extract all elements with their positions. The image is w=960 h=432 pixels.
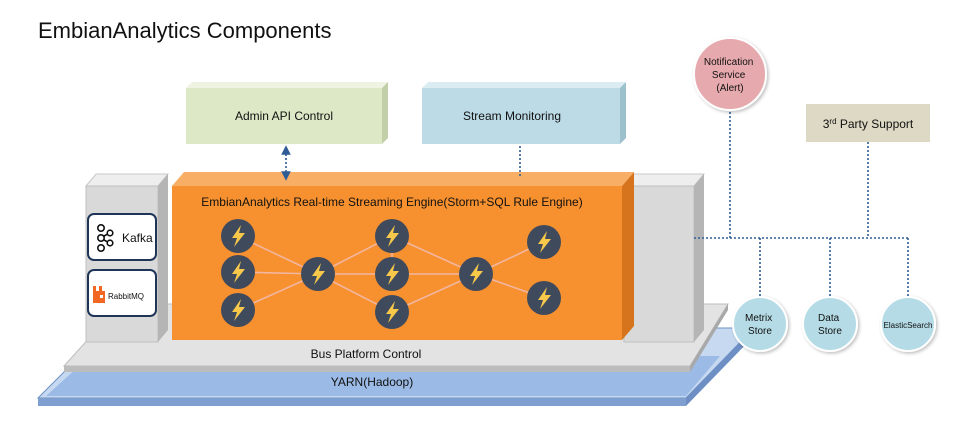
rabbitmq-icon <box>93 286 105 303</box>
bolt-icon <box>375 295 409 329</box>
stream-monitoring-box: Stream Monitoring <box>422 82 626 144</box>
right-connectors <box>694 108 910 298</box>
bolt-icon <box>221 293 255 327</box>
bolt-icon <box>221 255 255 289</box>
svg-text:Metrix Store: Metrix Store <box>745 313 775 337</box>
data-store-line-1: Data <box>818 313 840 324</box>
yarn-label: YARN(Hadoop) <box>331 375 413 389</box>
kafka-icon <box>97 224 114 253</box>
rabbitmq-label: RabbitMQ <box>108 292 144 301</box>
source-rabbitmq: RabbitMQ <box>87 269 157 317</box>
third-party-support-box: 3rd Party Support <box>806 104 930 142</box>
engine-label: EmbianAnalytics Real-time Streaming Engi… <box>201 195 582 209</box>
third-party-label: 3rd Party Support <box>823 117 914 132</box>
admin-api-box: Admin API Control <box>186 82 388 144</box>
metrix-store-line-1: Metrix <box>745 313 772 324</box>
kafka-label: Kafka <box>122 231 153 245</box>
right-pillar <box>622 173 706 343</box>
notification-line-3: (Alert) <box>716 83 743 94</box>
source-kafka: Kafka <box>87 213 157 261</box>
elasticsearch-label: ElasticSearch <box>884 321 933 330</box>
notification-line-1: Notification <box>704 57 753 68</box>
metrix-store-line-2: Store <box>748 326 772 337</box>
metrix-store: Metrix Store <box>732 296 788 352</box>
page-title: EmbianAnalytics Components <box>38 18 332 43</box>
stream-monitoring-label: Stream Monitoring <box>463 109 561 123</box>
bus-label: Bus Platform Control <box>311 347 422 361</box>
notification-line-2: Service <box>712 70 746 81</box>
bolt-icon <box>527 225 561 259</box>
data-store: Data Store <box>802 296 858 352</box>
svg-text:Data Store: Data Store <box>818 313 842 337</box>
bolt-icon <box>301 257 335 291</box>
bolt-nodes <box>221 219 561 329</box>
bolt-icon <box>375 257 409 291</box>
bolt-icon <box>459 257 493 291</box>
bolt-icon <box>375 219 409 253</box>
svg-text:Notification Service: Notification Service (Alert) <box>704 57 756 94</box>
bolt-icon <box>221 219 255 253</box>
bolt-icon <box>527 281 561 315</box>
notification-service: Notification Service (Alert) <box>693 37 767 111</box>
elasticsearch-store: ElasticSearch <box>880 296 936 352</box>
data-store-line-2: Store <box>818 326 842 337</box>
admin-api-label: Admin API Control <box>235 109 333 123</box>
